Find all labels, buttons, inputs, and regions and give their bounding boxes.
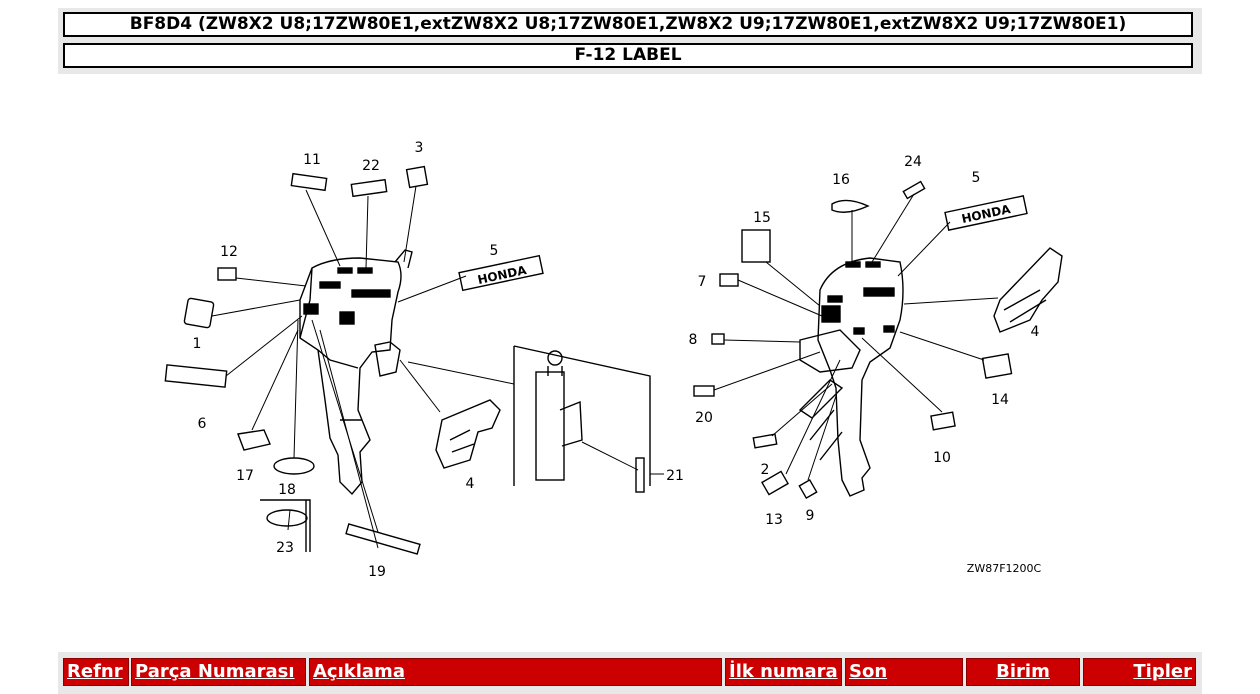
col-last[interactable]: Son [845, 658, 963, 686]
callout-16: 16 [832, 172, 850, 188]
callout-5: 5 [490, 243, 499, 259]
callout-4: 4 [466, 476, 475, 492]
callout-20: 20 [695, 410, 713, 426]
callout-1: 1 [193, 336, 202, 352]
page-title: BF8D4 (ZW8X2 U8;17ZW80E1,extZW8X2 U8;17Z… [63, 12, 1193, 37]
diagram-code: ZW87F1200C [967, 562, 1042, 575]
col-part-number[interactable]: Parça Numarası [131, 658, 306, 686]
col-types[interactable]: Tipler [1083, 658, 1196, 686]
col-description[interactable]: Açıklama [309, 658, 722, 686]
callout-14: 14 [991, 392, 1009, 408]
col-refnr[interactable]: Refnr [63, 658, 129, 686]
callout-2: 2 [761, 462, 770, 478]
callout-7: 7 [698, 274, 707, 290]
callout-18: 18 [278, 482, 296, 498]
callout-5b: 5 [972, 170, 981, 186]
callout-3: 3 [415, 140, 424, 156]
callout-21: 21 [666, 468, 684, 484]
col-unit[interactable]: Birim [966, 658, 1080, 686]
callout-6: 6 [198, 416, 207, 432]
callout-22: 22 [362, 158, 380, 174]
callout-10: 10 [933, 450, 951, 466]
callout-12: 12 [220, 244, 238, 260]
header-panel: BF8D4 (ZW8X2 U8;17ZW80E1,extZW8X2 U8;17Z… [58, 8, 1202, 74]
callout-8: 8 [689, 332, 698, 348]
brand-text-left: HONDA [476, 263, 528, 287]
section-title: F-12 LABEL [63, 43, 1193, 68]
right-outboard-motor [798, 257, 904, 497]
parts-table-header: Refnr Parça Numarası Açıklama İlk numara… [58, 652, 1202, 694]
col-first-number[interactable]: İlk numara [725, 658, 842, 686]
left-outboard-motor [299, 249, 413, 496]
callout-9: 9 [806, 508, 815, 524]
callout-19: 19 [368, 564, 386, 580]
callout-23: 23 [276, 540, 294, 556]
callout-24: 24 [904, 154, 922, 170]
callout-15: 15 [753, 210, 771, 226]
callout-4b: 4 [1031, 324, 1040, 340]
callout-11: 11 [303, 152, 321, 168]
callout-13: 13 [765, 512, 783, 528]
callout-17: 17 [236, 468, 254, 484]
